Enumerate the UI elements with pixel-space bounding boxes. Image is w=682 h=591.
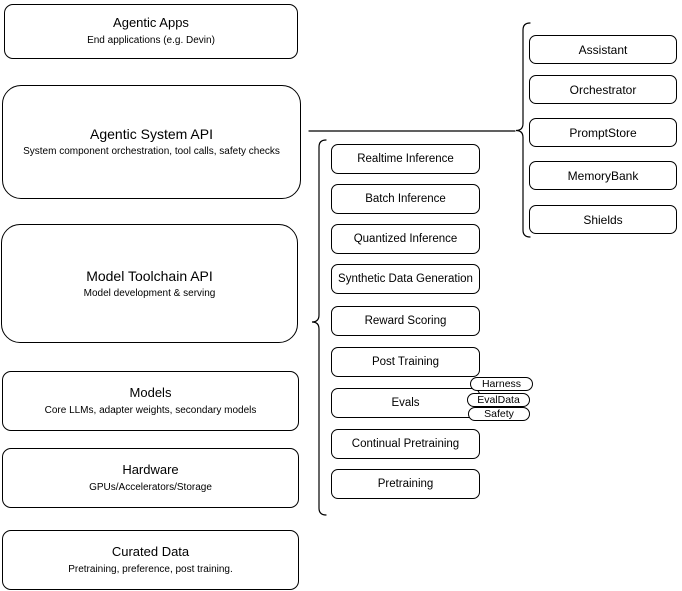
box-label: Continual Pretraining — [351, 438, 460, 450]
component-box-orchestrator: Orchestrator — [529, 75, 677, 104]
box-label: Reward Scoring — [364, 315, 447, 327]
box-models: Models Core LLMs, adapter weights, secon… — [2, 371, 299, 431]
toolchain-box-quantized-inference: Quantized Inference — [331, 224, 480, 254]
box-subtitle: Model development & serving — [83, 287, 216, 299]
toolchain-brace — [311, 139, 327, 516]
box-subtitle: Pretraining, preference, post training. — [68, 563, 233, 575]
box-title: Hardware — [122, 461, 179, 477]
box-subtitle: System component orchestration, tool cal… — [23, 146, 280, 158]
box-title: Models — [129, 384, 172, 400]
box-hardware: Hardware GPUs/Accelerators/Storage — [2, 448, 299, 508]
box-label: PromptStore — [569, 125, 637, 140]
box-label: Quantized Inference — [353, 233, 458, 245]
toolchain-box-continual-pretraining: Continual Pretraining — [331, 429, 480, 459]
box-title: Curated Data — [111, 543, 190, 559]
box-label: MemoryBank — [567, 168, 639, 183]
box-label: Pretraining — [377, 478, 434, 490]
pill-label: Safety — [484, 408, 514, 420]
component-box-assistant: Assistant — [529, 35, 677, 64]
pill-label: Harness — [481, 378, 522, 390]
box-label: Assistant — [578, 42, 628, 57]
component-box-shields: Shields — [529, 205, 677, 234]
toolchain-box-batch-inference: Batch Inference — [331, 184, 480, 214]
box-title: Model Toolchain API — [86, 267, 213, 284]
box-subtitle: End applications (e.g. Devin) — [87, 35, 215, 47]
eval-tag-safety: Safety — [468, 407, 530, 421]
box-subtitle: GPUs/Accelerators/Storage — [89, 481, 212, 493]
box-label: Shields — [583, 212, 623, 227]
box-label: Evals — [391, 397, 420, 409]
box-label: Realtime Inference — [357, 153, 454, 165]
toolchain-box-evals: Evals — [331, 388, 480, 418]
box-model-toolchain-api: Model Toolchain API Model development & … — [1, 224, 298, 343]
box-label: Synthetic Data Generation — [338, 273, 473, 285]
eval-tag-harness: Harness — [470, 377, 533, 391]
box-agentic-system-api: Agentic System API System component orch… — [2, 85, 301, 199]
box-label: Orchestrator — [569, 82, 637, 97]
eval-tag-evaldata: EvalData — [467, 393, 530, 407]
toolchain-box-post-training: Post Training — [331, 347, 480, 377]
box-agentic-apps: Agentic Apps End applications (e.g. Devi… — [4, 4, 298, 59]
toolchain-box-reward-scoring: Reward Scoring — [331, 306, 480, 336]
toolchain-box-pretraining: Pretraining — [331, 469, 480, 499]
box-label: Post Training — [371, 356, 440, 368]
component-box-memorybank: MemoryBank — [529, 161, 677, 190]
box-curated-data: Curated Data Pretraining, preference, po… — [2, 530, 299, 590]
box-label: Batch Inference — [365, 193, 446, 205]
toolchain-box-realtime-inference: Realtime Inference — [331, 144, 480, 174]
box-title: Agentic Apps — [113, 15, 189, 31]
pill-label: EvalData — [477, 394, 520, 406]
box-title: Agentic System API — [90, 126, 213, 143]
toolchain-box-synthetic-data-generation: Synthetic Data Generation — [331, 264, 480, 294]
component-box-promptstore: PromptStore — [529, 118, 677, 147]
box-subtitle: Core LLMs, adapter weights, secondary mo… — [44, 404, 257, 416]
system-components-brace — [515, 22, 531, 238]
